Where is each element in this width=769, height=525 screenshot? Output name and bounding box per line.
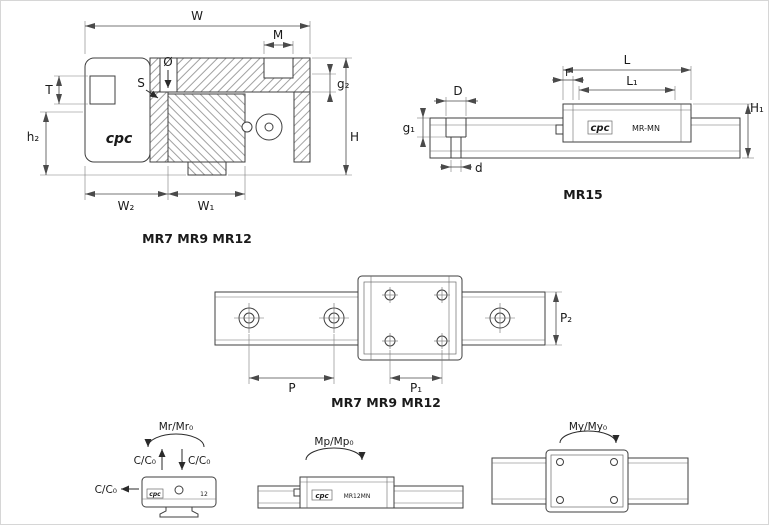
dimension-h2: h₂ — [27, 111, 186, 176]
dimension-H1: H₁ — [693, 101, 764, 159]
dim-label-m: M — [273, 28, 283, 42]
dim-label-h: H — [350, 130, 359, 144]
rail-hole-3 — [485, 303, 515, 333]
dim-label-p1: P₁ — [410, 381, 422, 395]
top-right-hole — [263, 57, 294, 79]
carriage-block — [562, 103, 692, 143]
dimension-g1: g₁ — [403, 108, 446, 147]
dim-label-s: S — [137, 76, 145, 90]
cpc-logo: cpc — [106, 131, 133, 147]
rail-end-profile — [159, 506, 199, 518]
rail-hole-1 — [234, 303, 264, 333]
dimension-M: M — [263, 28, 294, 54]
roll-moment-diagram: Mr/Mr₀ C/C₀ C/C₀ C/C₀ cpc 12 — [95, 421, 217, 518]
dim-label-w1: W₁ — [198, 199, 215, 213]
ball-groove — [241, 121, 253, 133]
dim-label-diameter: Ø — [163, 55, 172, 69]
dim-label-w: W — [191, 9, 203, 23]
cross-section-caption: MR7 MR9 MR12 — [142, 231, 252, 246]
assembly-plan-view-small — [491, 449, 689, 513]
carriage-left-leg-hatched — [149, 91, 169, 163]
rail-hole-2 — [319, 303, 349, 333]
model-label-side: MR-MN — [632, 124, 660, 133]
logo-box — [587, 120, 613, 135]
carriage-hole-tl — [382, 287, 398, 303]
carriage-plan-drawing — [357, 275, 463, 361]
dim-label-h2: h₂ — [27, 130, 40, 144]
side-view-caption: MR15 — [563, 187, 602, 202]
carriage-hole-bl — [382, 333, 398, 349]
dimension-P1: P₁ — [389, 350, 443, 395]
roll-moment-arc-arrow — [144, 433, 205, 448]
load-side-label: C/C₀ — [95, 484, 117, 496]
roll-moment-label: Mr/Mr₀ — [159, 421, 194, 433]
ball-center — [264, 122, 274, 132]
grease-nipple — [555, 124, 564, 135]
dim-label-l: L — [624, 53, 631, 67]
dimension-F: F — [552, 68, 584, 100]
model-marking-pitch: MR12MN — [344, 493, 371, 500]
cpc-logo-end: cpc — [149, 491, 161, 498]
top-view-caption: MR7 MR9 MR12 — [331, 395, 441, 410]
dim-label-p: P — [288, 381, 295, 395]
cross-section-view: cpc W M Ø S T — [27, 9, 359, 246]
assembly-side-view-small: cpc MR12MN — [257, 476, 464, 509]
cpc-logo-side: cpc — [590, 123, 609, 134]
carriage-hole-br — [434, 333, 450, 349]
size-marking: 12 — [200, 491, 208, 498]
dimension-H: H — [228, 57, 359, 176]
dimension-P2: P₂ — [545, 291, 572, 346]
dimension-W: W — [84, 9, 311, 54]
pitch-moment-arc-arrow — [305, 447, 366, 461]
rail-head-hatched — [167, 93, 246, 163]
carriage-hole-tr — [434, 287, 450, 303]
dim-label-h1: H₁ — [750, 101, 764, 115]
ball — [255, 113, 283, 141]
dim-label-g1: g₁ — [403, 121, 416, 135]
load-up-label: C/C₀ — [134, 455, 156, 467]
cpc-logo-pitch: cpc — [315, 492, 329, 500]
carriage-and-rail-section-drawing: cpc — [84, 57, 311, 176]
load-down-label: C/C₀ — [188, 455, 210, 467]
dimension-diameter: Ø — [163, 55, 173, 88]
dim-label-l1: L₁ — [626, 74, 638, 88]
carriage-side-drawing: cpc MR-MN — [555, 103, 692, 143]
rail-stem-hatched — [187, 161, 227, 176]
pitch-moment-label: Mp/Mp₀ — [314, 436, 353, 448]
block-end-view: cpc 12 — [141, 476, 217, 518]
pitch-moment-diagram: Mp/Mp₀ cpc MR12MN — [257, 436, 464, 509]
dim-label-d-counterbore: D — [453, 84, 462, 98]
yaw-moment-label: My/My₀ — [569, 421, 607, 433]
dimension-d: d — [440, 160, 483, 175]
dim-label-w2: W₂ — [118, 199, 135, 213]
top-plan-view: P P₁ P₂ MR7 MR9 MR12 — [214, 275, 572, 410]
dim-label-g2: g₂ — [337, 77, 350, 91]
dimension-P: P — [248, 334, 335, 395]
dimension-W2-W1: W₂ W₁ — [84, 166, 246, 213]
yaw-moment-diagram: My/My₀ — [491, 421, 689, 513]
dimension-T: T — [44, 75, 88, 105]
dimension-L: L — [562, 53, 692, 100]
load-direction-diagrams: Mr/Mr₀ C/C₀ C/C₀ C/C₀ cpc 12 Mp/Mp₀ — [95, 421, 689, 518]
dim-label-d-hole: d — [475, 161, 483, 175]
side-view: cpc MR-MN L F L₁ D — [403, 53, 764, 202]
carriage-right-leg-hatched — [293, 91, 311, 163]
dimension-S: S — [137, 76, 159, 99]
grease-port-square — [89, 75, 116, 105]
dimension-g2: g₂ — [312, 64, 350, 102]
dim-label-p2: P₂ — [560, 311, 572, 325]
dimension-D: D — [434, 84, 478, 116]
carriage-block-plan — [357, 275, 463, 361]
dim-label-t: T — [44, 83, 53, 97]
dim-label-f: F — [565, 68, 571, 79]
dimension-L1: L₁ — [578, 74, 676, 100]
yaw-moment-arc-arrow — [559, 430, 620, 444]
